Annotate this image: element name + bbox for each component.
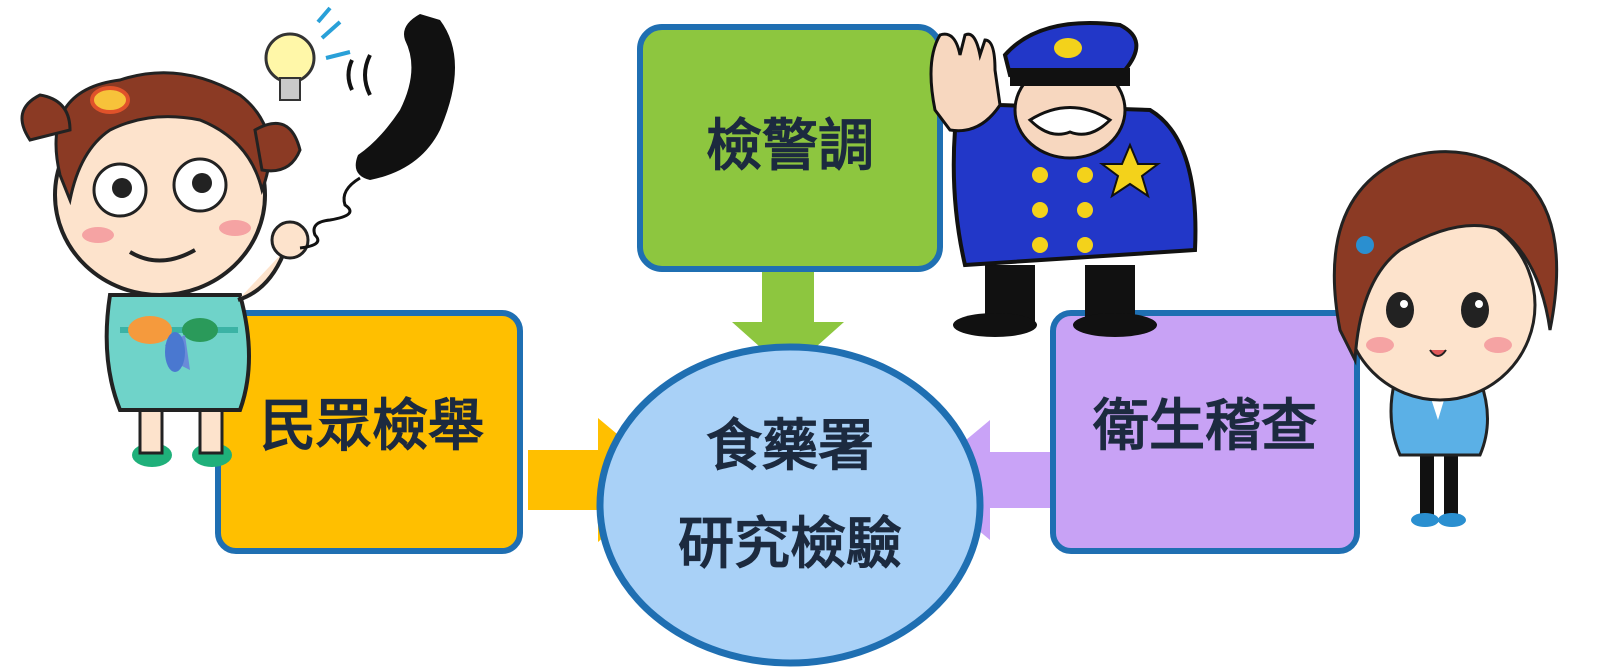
center-label-line1: 食藥署 [706,414,874,479]
arrow-right-to-center [918,420,1056,540]
top-box [637,24,943,272]
left-box-label: 民眾檢舉 [260,394,484,459]
right-box-label: 衛生稽查 [1092,394,1317,459]
police-badge-star-icon [1099,142,1161,199]
top-box-label: 檢警調 [706,114,874,179]
cartoon-police-officer [929,21,1198,337]
arrow-top-to-center [732,262,844,372]
cartoon-health-inspector [1332,150,1559,527]
cartoon-girl-on-phone [20,71,310,467]
right-box [1050,310,1360,554]
lightbulb-icon [264,6,351,101]
center-label-line2: 研究檢驗 [678,512,902,577]
center-circle [596,343,984,667]
telephone-icon [299,14,455,250]
